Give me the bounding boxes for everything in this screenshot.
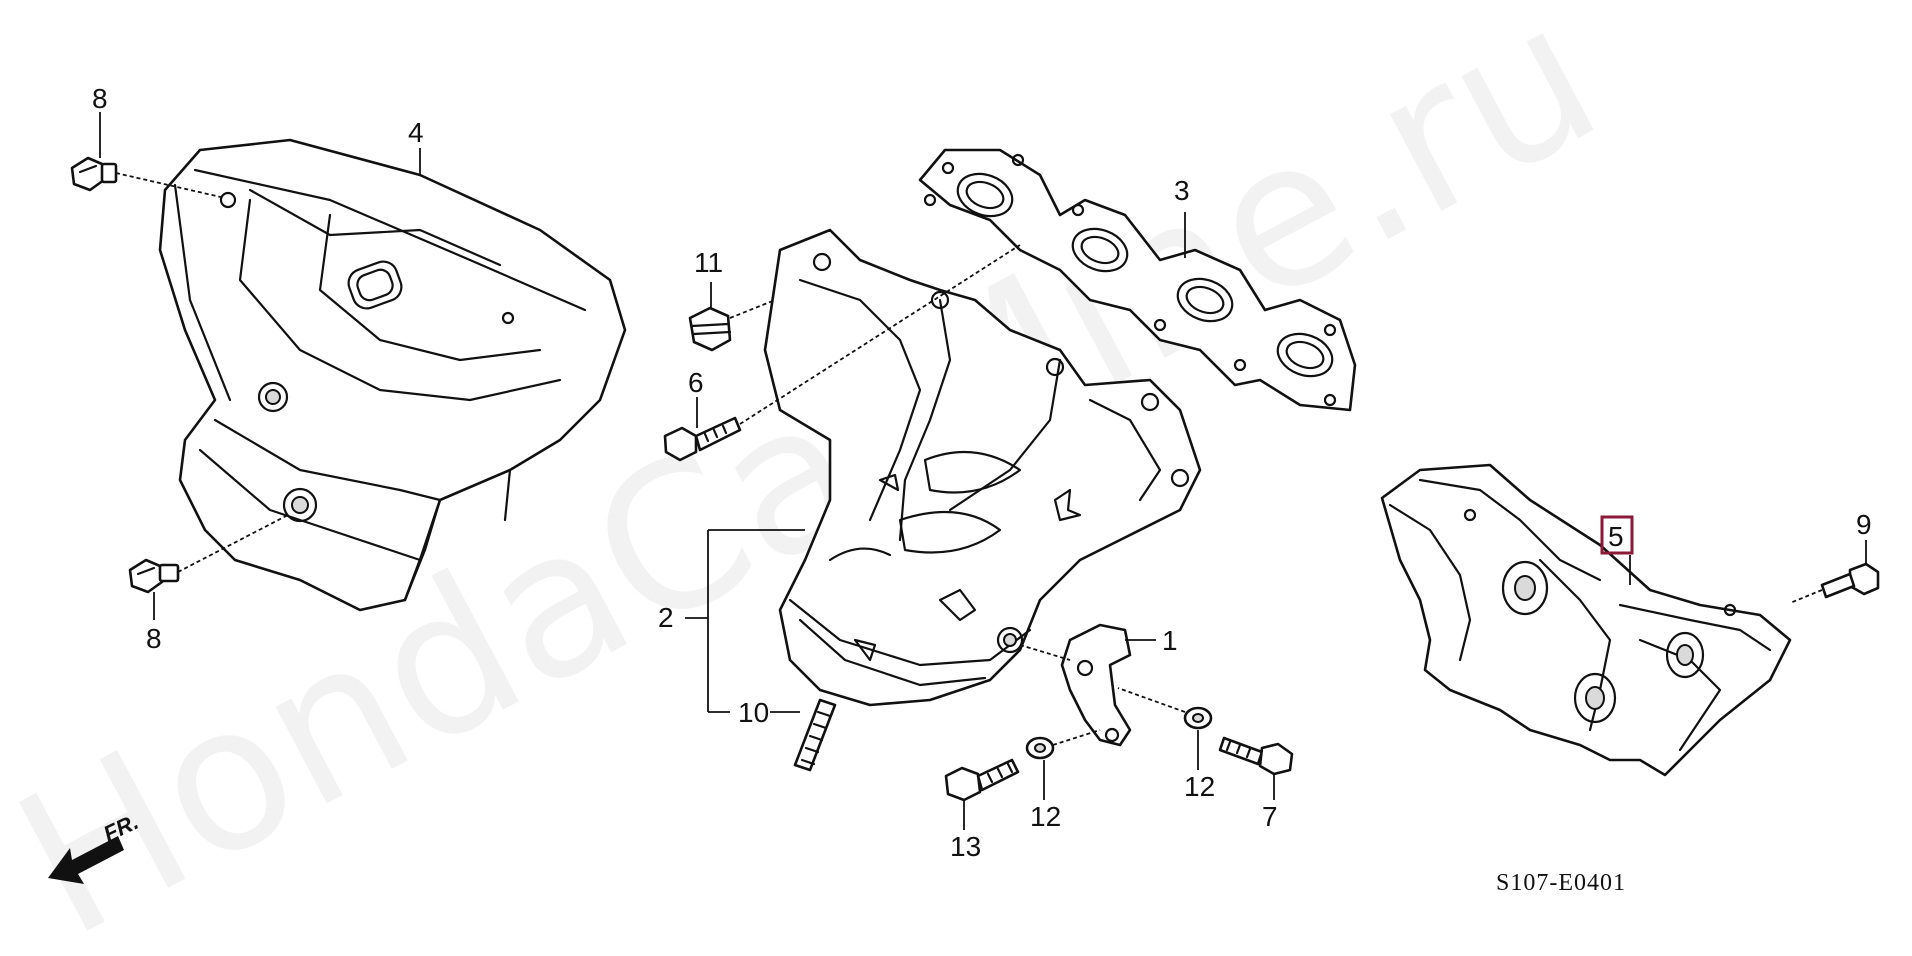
callout-4: 4 — [408, 117, 424, 148]
callout-6: 6 — [688, 367, 704, 398]
callout-10: 10 — [738, 697, 769, 728]
leader-8a — [115, 172, 226, 199]
callout-2: 2 — [658, 602, 674, 633]
callout-1: 1 — [1162, 625, 1178, 656]
callout-8b: 8 — [146, 623, 162, 654]
diagram-reference-code: S107-E0401 — [1496, 870, 1626, 896]
part-4-upper-heat-shield[interactable] — [158, 138, 627, 612]
callout-5-highlight-box[interactable] — [1600, 515, 1634, 555]
callout-9: 9 — [1856, 509, 1872, 540]
leader-12b-dash — [1117, 687, 1186, 713]
callout-12b: 12 — [1184, 771, 1215, 802]
part-5-lower-heat-shield[interactable] — [1380, 463, 1792, 777]
leader-2-bracket — [707, 529, 805, 713]
callout-5[interactable]: 5 — [1608, 521, 1624, 552]
leader-9-dash — [1789, 589, 1823, 604]
leader-12a-dash — [1052, 729, 1101, 746]
callout-11: 11 — [694, 247, 723, 278]
part-1-bracket[interactable] — [1060, 623, 1132, 747]
callout-8a: 8 — [92, 83, 108, 114]
part-7-bolt[interactable] — [1218, 736, 1294, 776]
part-12-washer-left[interactable] — [1025, 736, 1055, 760]
callout-7: 7 — [1262, 801, 1278, 832]
part-12-washer-right[interactable] — [1183, 706, 1213, 730]
part-2-exhaust-manifold[interactable] — [763, 228, 1202, 707]
leader-6-dash — [739, 244, 1021, 425]
callout-3: 3 — [1174, 175, 1190, 206]
part-10-stud[interactable] — [793, 698, 837, 772]
part-8-bolt-lower[interactable] — [128, 558, 180, 594]
part-13-bolt[interactable] — [944, 758, 1020, 802]
leader-11-dash — [729, 299, 776, 319]
part-3-gasket[interactable] — [918, 148, 1357, 412]
part-8-bolt-upper[interactable] — [70, 156, 118, 192]
part-6-bolt[interactable] — [663, 416, 742, 462]
part-11-nut[interactable] — [688, 306, 732, 352]
callout-12a: 12 — [1030, 801, 1061, 832]
part-9-bolt[interactable] — [1820, 562, 1880, 599]
leader-1-dash — [1019, 644, 1071, 661]
callout-13: 13 — [950, 831, 981, 862]
